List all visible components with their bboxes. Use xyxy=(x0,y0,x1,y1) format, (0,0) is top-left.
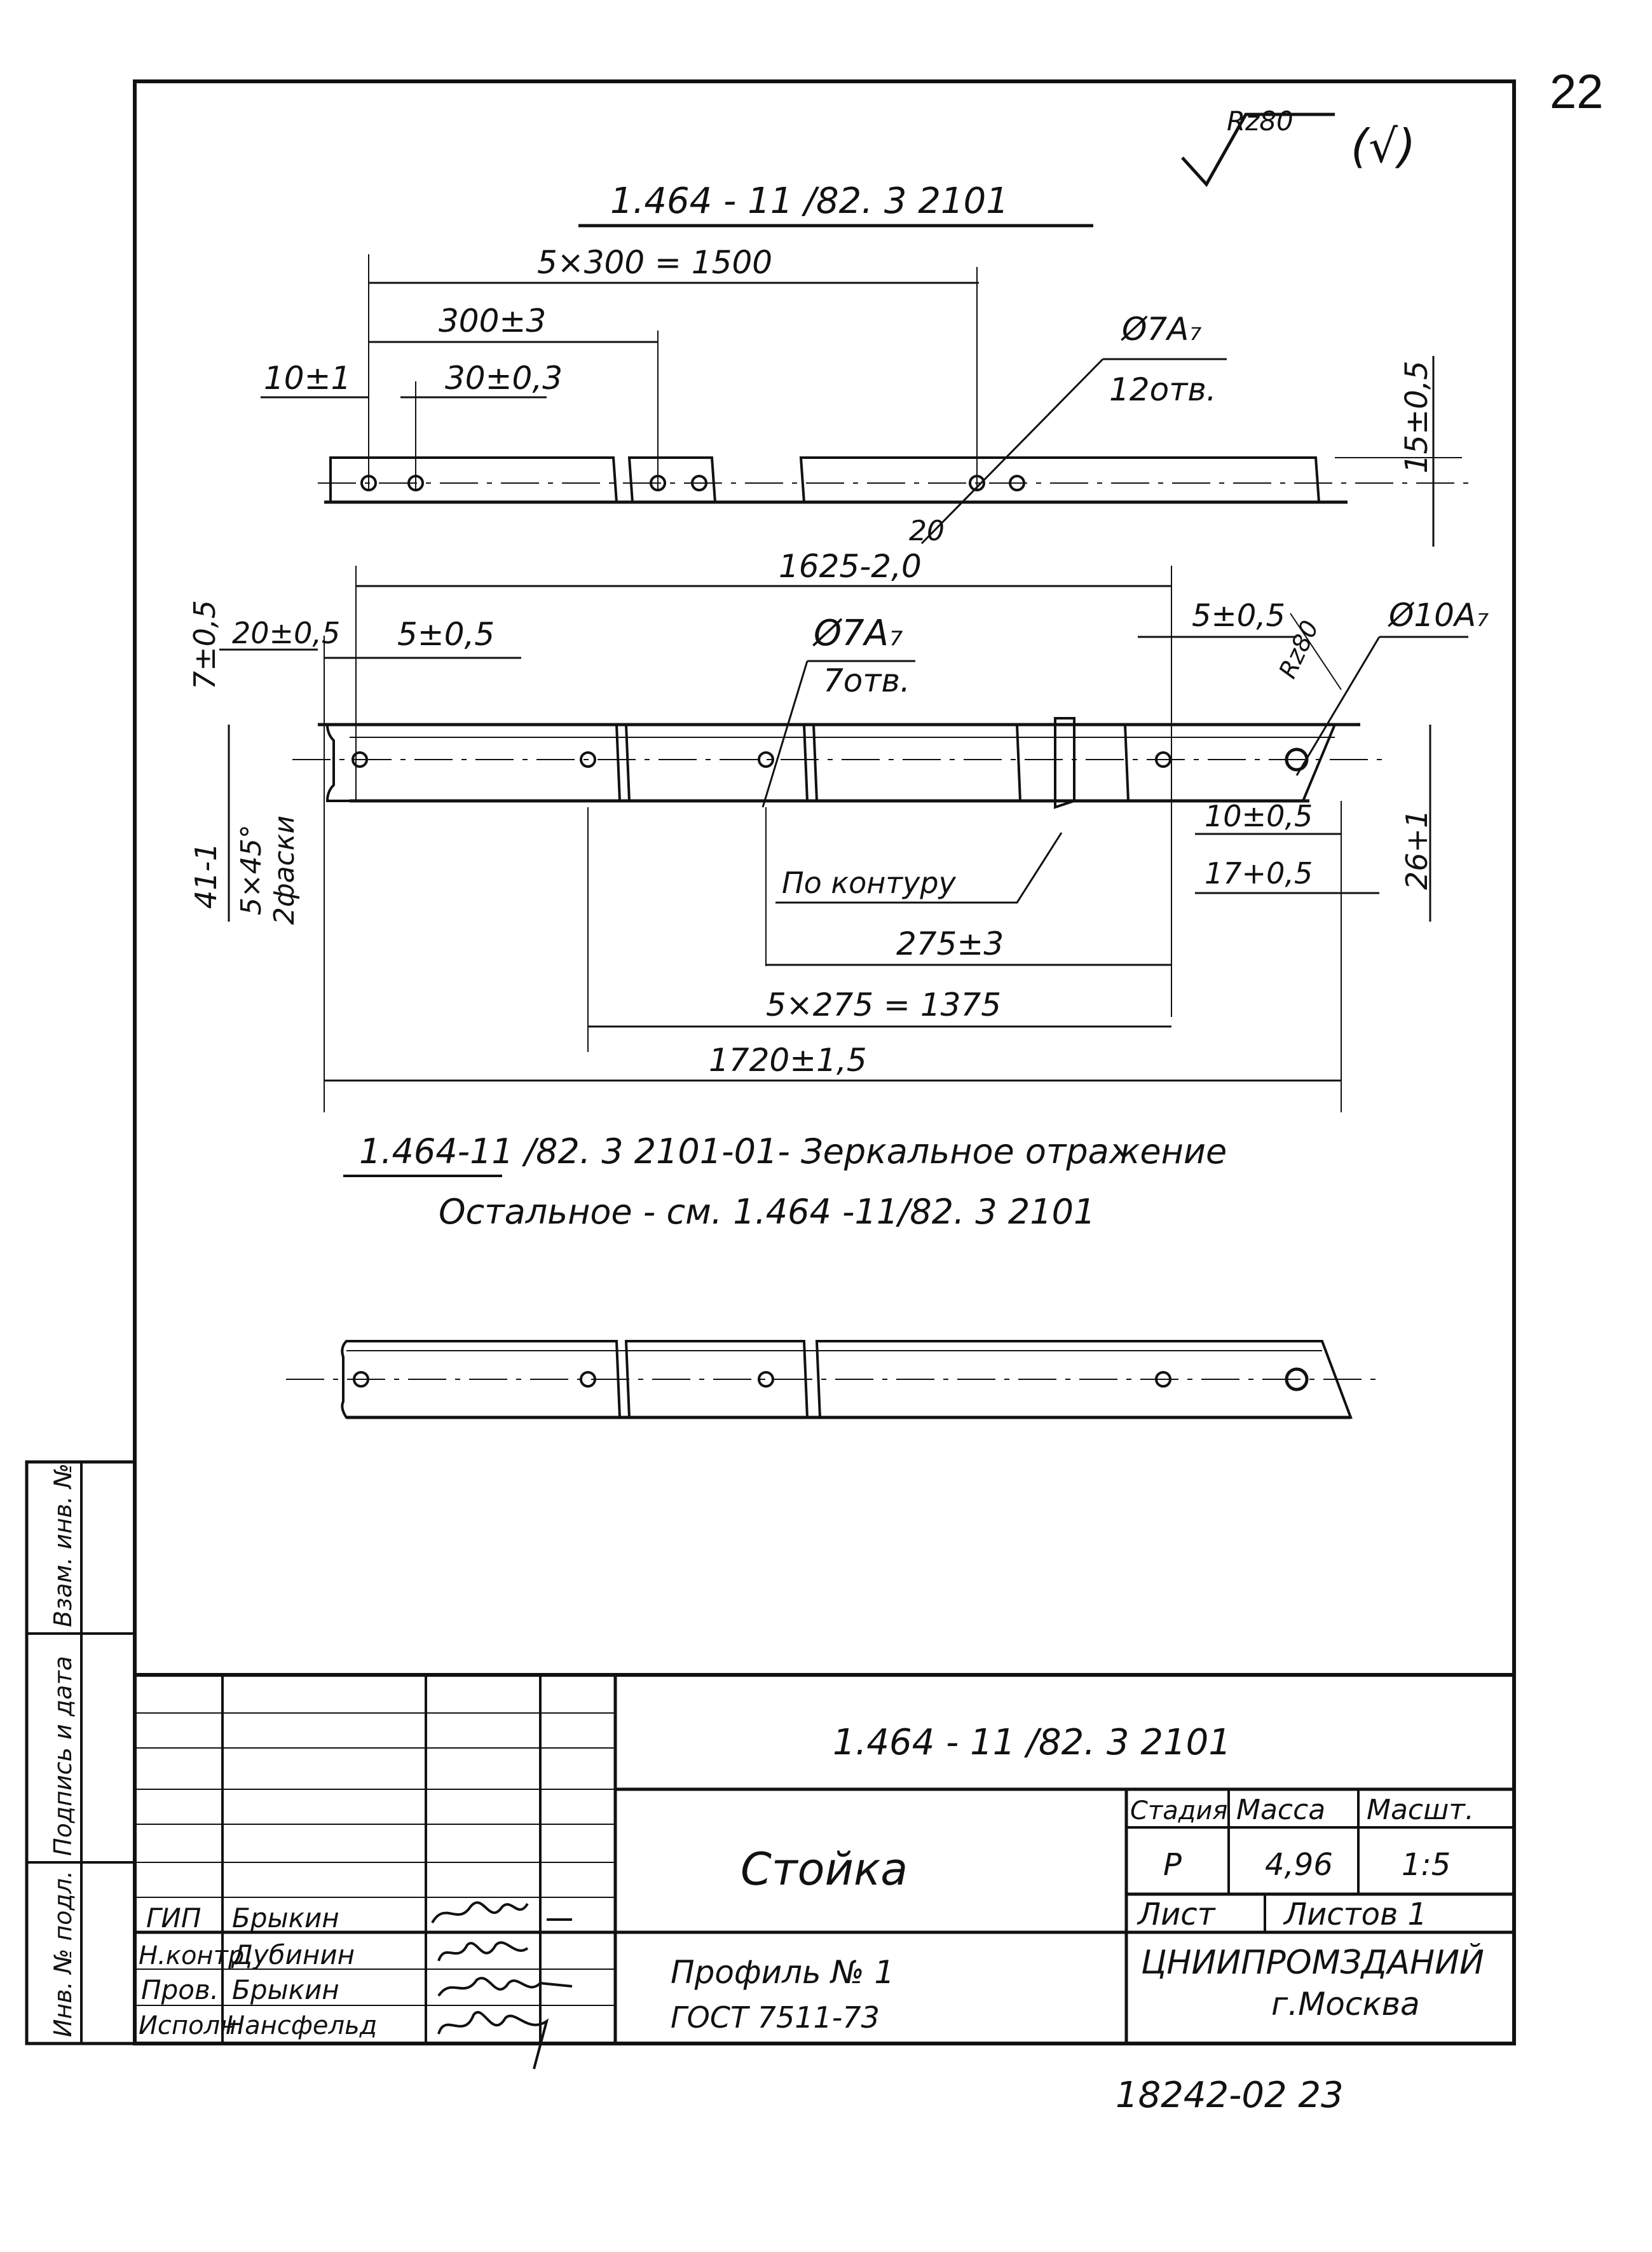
mirror-profile xyxy=(286,1340,1379,1419)
title-block-sheet-label: Лист xyxy=(1137,1897,1217,1932)
mirror-note: 1.464-11 /82. 3 2101-01- Зеркальное отра… xyxy=(343,1131,1227,1232)
contour-note: По контуру xyxy=(782,866,957,900)
dim-pitch-total: 5×300 = 1500 xyxy=(537,244,772,281)
roughness-mark: Rz80 (√) xyxy=(1181,106,1416,188)
side-stamp: Инв. № подл. Подпись и дата Взам. инв. № xyxy=(25,1460,137,2045)
handwritten-signatures xyxy=(431,1901,573,2070)
side-stamp-signature: Подпись и дата xyxy=(49,1656,77,1856)
title-block-organization-1: ЦНИИПРОМЗДАНИЙ xyxy=(1141,1943,1484,1982)
dim-width: 41-1 xyxy=(189,843,223,909)
title-block-name: Стойка xyxy=(741,1843,908,1895)
signature-role-4: Исполн. xyxy=(139,2011,245,2040)
title-block-mass: 4,96 xyxy=(1265,1847,1333,1883)
signature-role-1: ГИП xyxy=(146,1902,201,1934)
dim-offset: 30±0,3 xyxy=(445,360,563,397)
side-stamp-replace: Взам. инв. № xyxy=(49,1463,77,1627)
title-block-stage: Р xyxy=(1163,1847,1182,1883)
top-view-title: 1.464 - 11 /82. 3 2101 xyxy=(610,181,1009,222)
title-block-material-2: ГОСТ 7511-73 xyxy=(671,2000,880,2035)
title-block-mass-header: Масса xyxy=(1236,1794,1325,1826)
signature-name-3: Брыкин xyxy=(232,1974,339,2005)
signature-name-4: Нансфельд xyxy=(226,2011,377,2040)
main-big-hole: Ø10A₇ xyxy=(1388,597,1489,634)
dim-right-a: 10±0,5 xyxy=(1205,799,1313,833)
title-block-doc-code: 1.464 - 11 /82. 3 2101 xyxy=(833,1722,1231,1763)
dim-top-offset: 7±0,5 xyxy=(188,600,222,690)
dim-main-pitch-total: 5×275 = 1375 xyxy=(766,986,1001,1023)
side-stamp-inv: Инв. № подл. xyxy=(49,1871,77,2037)
dim-right-b: 17+0,5 xyxy=(1205,856,1313,891)
main-hole-diameter: Ø7A₇ xyxy=(812,613,903,654)
dim-end: 10±1 xyxy=(264,360,351,397)
top-hole-diameter: Ø7A₇ xyxy=(1121,311,1201,348)
dim-right-hole-offset: 5±0,5 xyxy=(1192,598,1285,634)
signature-name-2: Дубинин xyxy=(231,1939,355,1970)
title-block-material-1: Профиль № 1 xyxy=(671,1954,894,1991)
title-block: 1.464 - 11 /82. 3 2101 Стойка Стадия Мас… xyxy=(133,1673,1516,2070)
dim-top-height: 15±0,5 xyxy=(1399,360,1435,474)
top-hole-count: 12отв. xyxy=(1109,371,1217,408)
signature-role-2: Н.контр. xyxy=(139,1941,252,1970)
signature-name-1: Брыкин xyxy=(232,1902,339,1934)
title-block-sheets-label: Листов 1 xyxy=(1283,1897,1427,1932)
dim-length-between: 1625-2,0 xyxy=(779,548,922,585)
title-block-organization-2: г.Москва xyxy=(1271,1986,1420,2023)
title-block-stage-header: Стадия xyxy=(1130,1796,1227,1825)
bottom-number: 18242-02 23 xyxy=(1116,2075,1344,2116)
page-number: 22 xyxy=(1550,65,1604,119)
top-angle: 20 xyxy=(909,515,945,547)
top-view: 1.464 - 11 /82. 3 2101 5×300 = 1500 300±… xyxy=(261,181,1475,547)
dim-left-offset: 20±0,5 xyxy=(232,616,340,650)
dim-chamfer: 5×45° xyxy=(235,824,268,915)
roughness-note: (√) xyxy=(1351,119,1416,173)
title-block-scale-header: Масшт. xyxy=(1367,1794,1474,1826)
roughness-value: Rz80 xyxy=(1227,106,1294,137)
dim-chamfer-note: 2фаски xyxy=(268,815,301,925)
dim-main-pitch: 275±3 xyxy=(896,925,1004,962)
title-block-scale: 1:5 xyxy=(1402,1847,1451,1883)
dim-pitch: 300±3 xyxy=(439,303,546,339)
dim-right-height: 26+1 xyxy=(1400,810,1434,890)
main-hole-count: 7отв. xyxy=(823,662,910,699)
dim-left-hole: 5±0,5 xyxy=(397,616,495,653)
dim-overall: 1720±1,5 xyxy=(709,1042,867,1079)
signature-role-3: Пров. xyxy=(141,1974,219,2005)
main-profile xyxy=(292,717,1386,809)
main-view: 1625-2,0 7±0,5 20±0,5 5±0,5 Ø7A₇ 7отв. 5… xyxy=(188,548,1489,1112)
mirror-note-line1: 1.464-11 /82. 3 2101-01- Зеркальное отра… xyxy=(359,1131,1227,1171)
mirror-note-line2: Остальное - см. 1.464 -11/82. 3 2101 xyxy=(439,1192,1095,1232)
